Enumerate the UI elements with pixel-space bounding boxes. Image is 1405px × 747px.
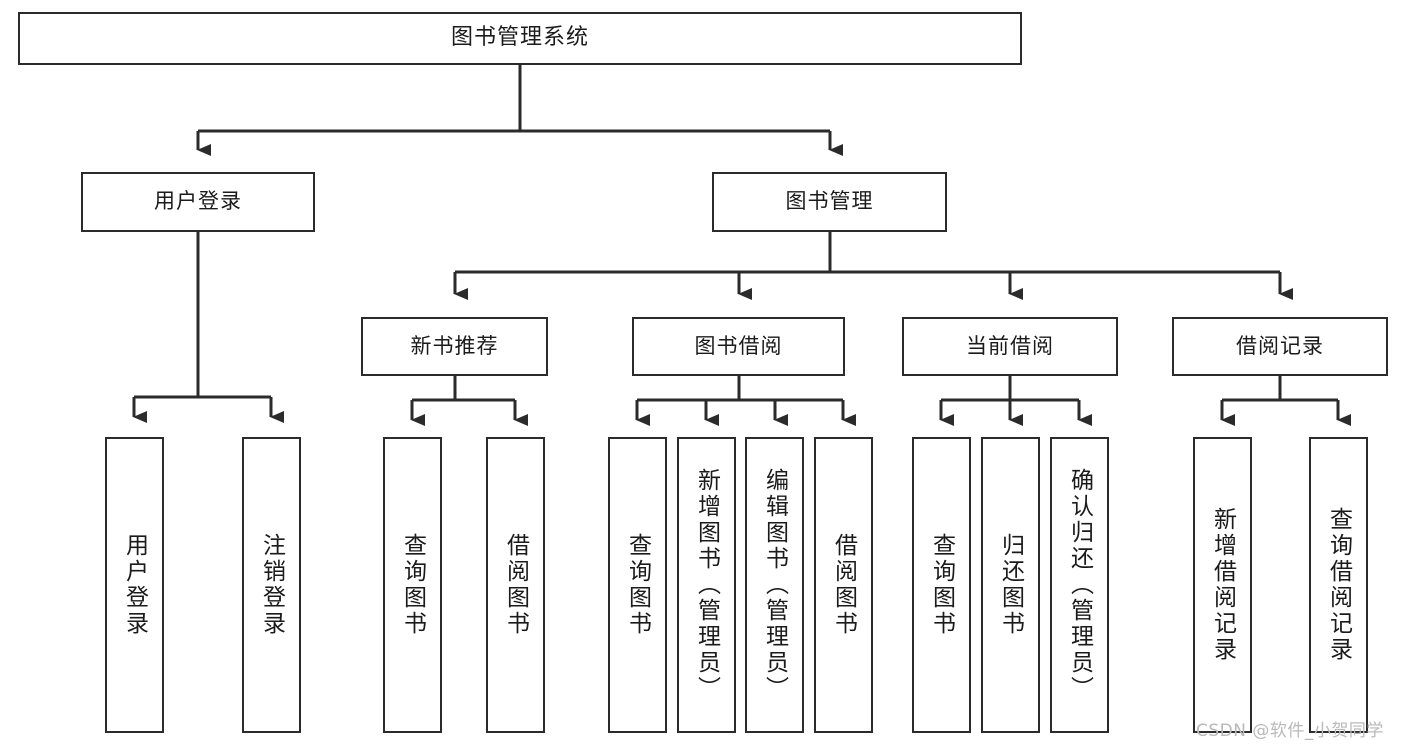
leaf-borrow-record-query-record[interactable]: 查询借阅记录 [1309, 437, 1368, 733]
node-label: 用户登录 [154, 189, 242, 214]
node-label: 图书管理 [785, 189, 874, 214]
leaf-user-login-login[interactable]: 用户登录 [105, 437, 164, 733]
leaf-new-book-borrow-book[interactable]: 借阅图书 [486, 437, 545, 733]
node-label: 新书推荐 [410, 333, 499, 358]
leaf-current-borrow-confirm-return-admin[interactable]: 确认归还（管理员） [1050, 437, 1109, 733]
node-label: 查询图书 [399, 533, 426, 637]
node-label: 查询图书 [624, 533, 651, 637]
node-label: 当前借阅 [966, 333, 1054, 358]
node-label: 注销登录 [258, 533, 285, 637]
leaf-user-login-logout[interactable]: 注销登录 [242, 437, 301, 733]
node-label: 借阅图书 [502, 533, 529, 637]
node-label: 查询借阅记录 [1325, 507, 1352, 663]
node-label: 查询图书 [928, 533, 955, 637]
leaf-borrow-record-add-record[interactable]: 新增借阅记录 [1193, 437, 1252, 733]
node-current-borrow[interactable]: 当前借阅 [902, 317, 1118, 376]
node-borrow-record[interactable]: 借阅记录 [1172, 317, 1388, 376]
node-label: 借阅图书 [830, 533, 857, 637]
node-book-borrow[interactable]: 图书借阅 [632, 317, 845, 376]
leaf-book-borrow-query-book[interactable]: 查询图书 [608, 437, 667, 733]
leaf-book-borrow-borrow-book[interactable]: 借阅图书 [814, 437, 873, 733]
leaf-new-book-query-book[interactable]: 查询图书 [383, 437, 442, 733]
leaf-book-borrow-edit-book-admin[interactable]: 编辑图书（管理员） [745, 437, 804, 733]
node-label: 图书借阅 [694, 333, 783, 358]
node-label: 借阅记录 [1236, 333, 1324, 358]
node-label: 图书管理系统 [450, 25, 589, 51]
node-label: 用户登录 [121, 533, 148, 637]
node-label: 新增图书（管理员） [693, 468, 720, 702]
leaf-current-borrow-return-book[interactable]: 归还图书 [981, 437, 1040, 733]
node-label: 确认归还（管理员） [1066, 468, 1093, 702]
node-label: 编辑图书（管理员） [761, 468, 788, 702]
node-book-management[interactable]: 图书管理 [712, 172, 947, 232]
node-new-book-recommend[interactable]: 新书推荐 [361, 317, 548, 376]
node-root-book-management-system[interactable]: 图书管理系统 [18, 12, 1022, 65]
leaf-current-borrow-query-book[interactable]: 查询图书 [912, 437, 971, 733]
node-user-login[interactable]: 用户登录 [81, 172, 315, 232]
node-label: 新增借阅记录 [1209, 507, 1236, 663]
leaf-book-borrow-add-book-admin[interactable]: 新增图书（管理员） [677, 437, 736, 733]
node-label: 归还图书 [997, 533, 1024, 637]
